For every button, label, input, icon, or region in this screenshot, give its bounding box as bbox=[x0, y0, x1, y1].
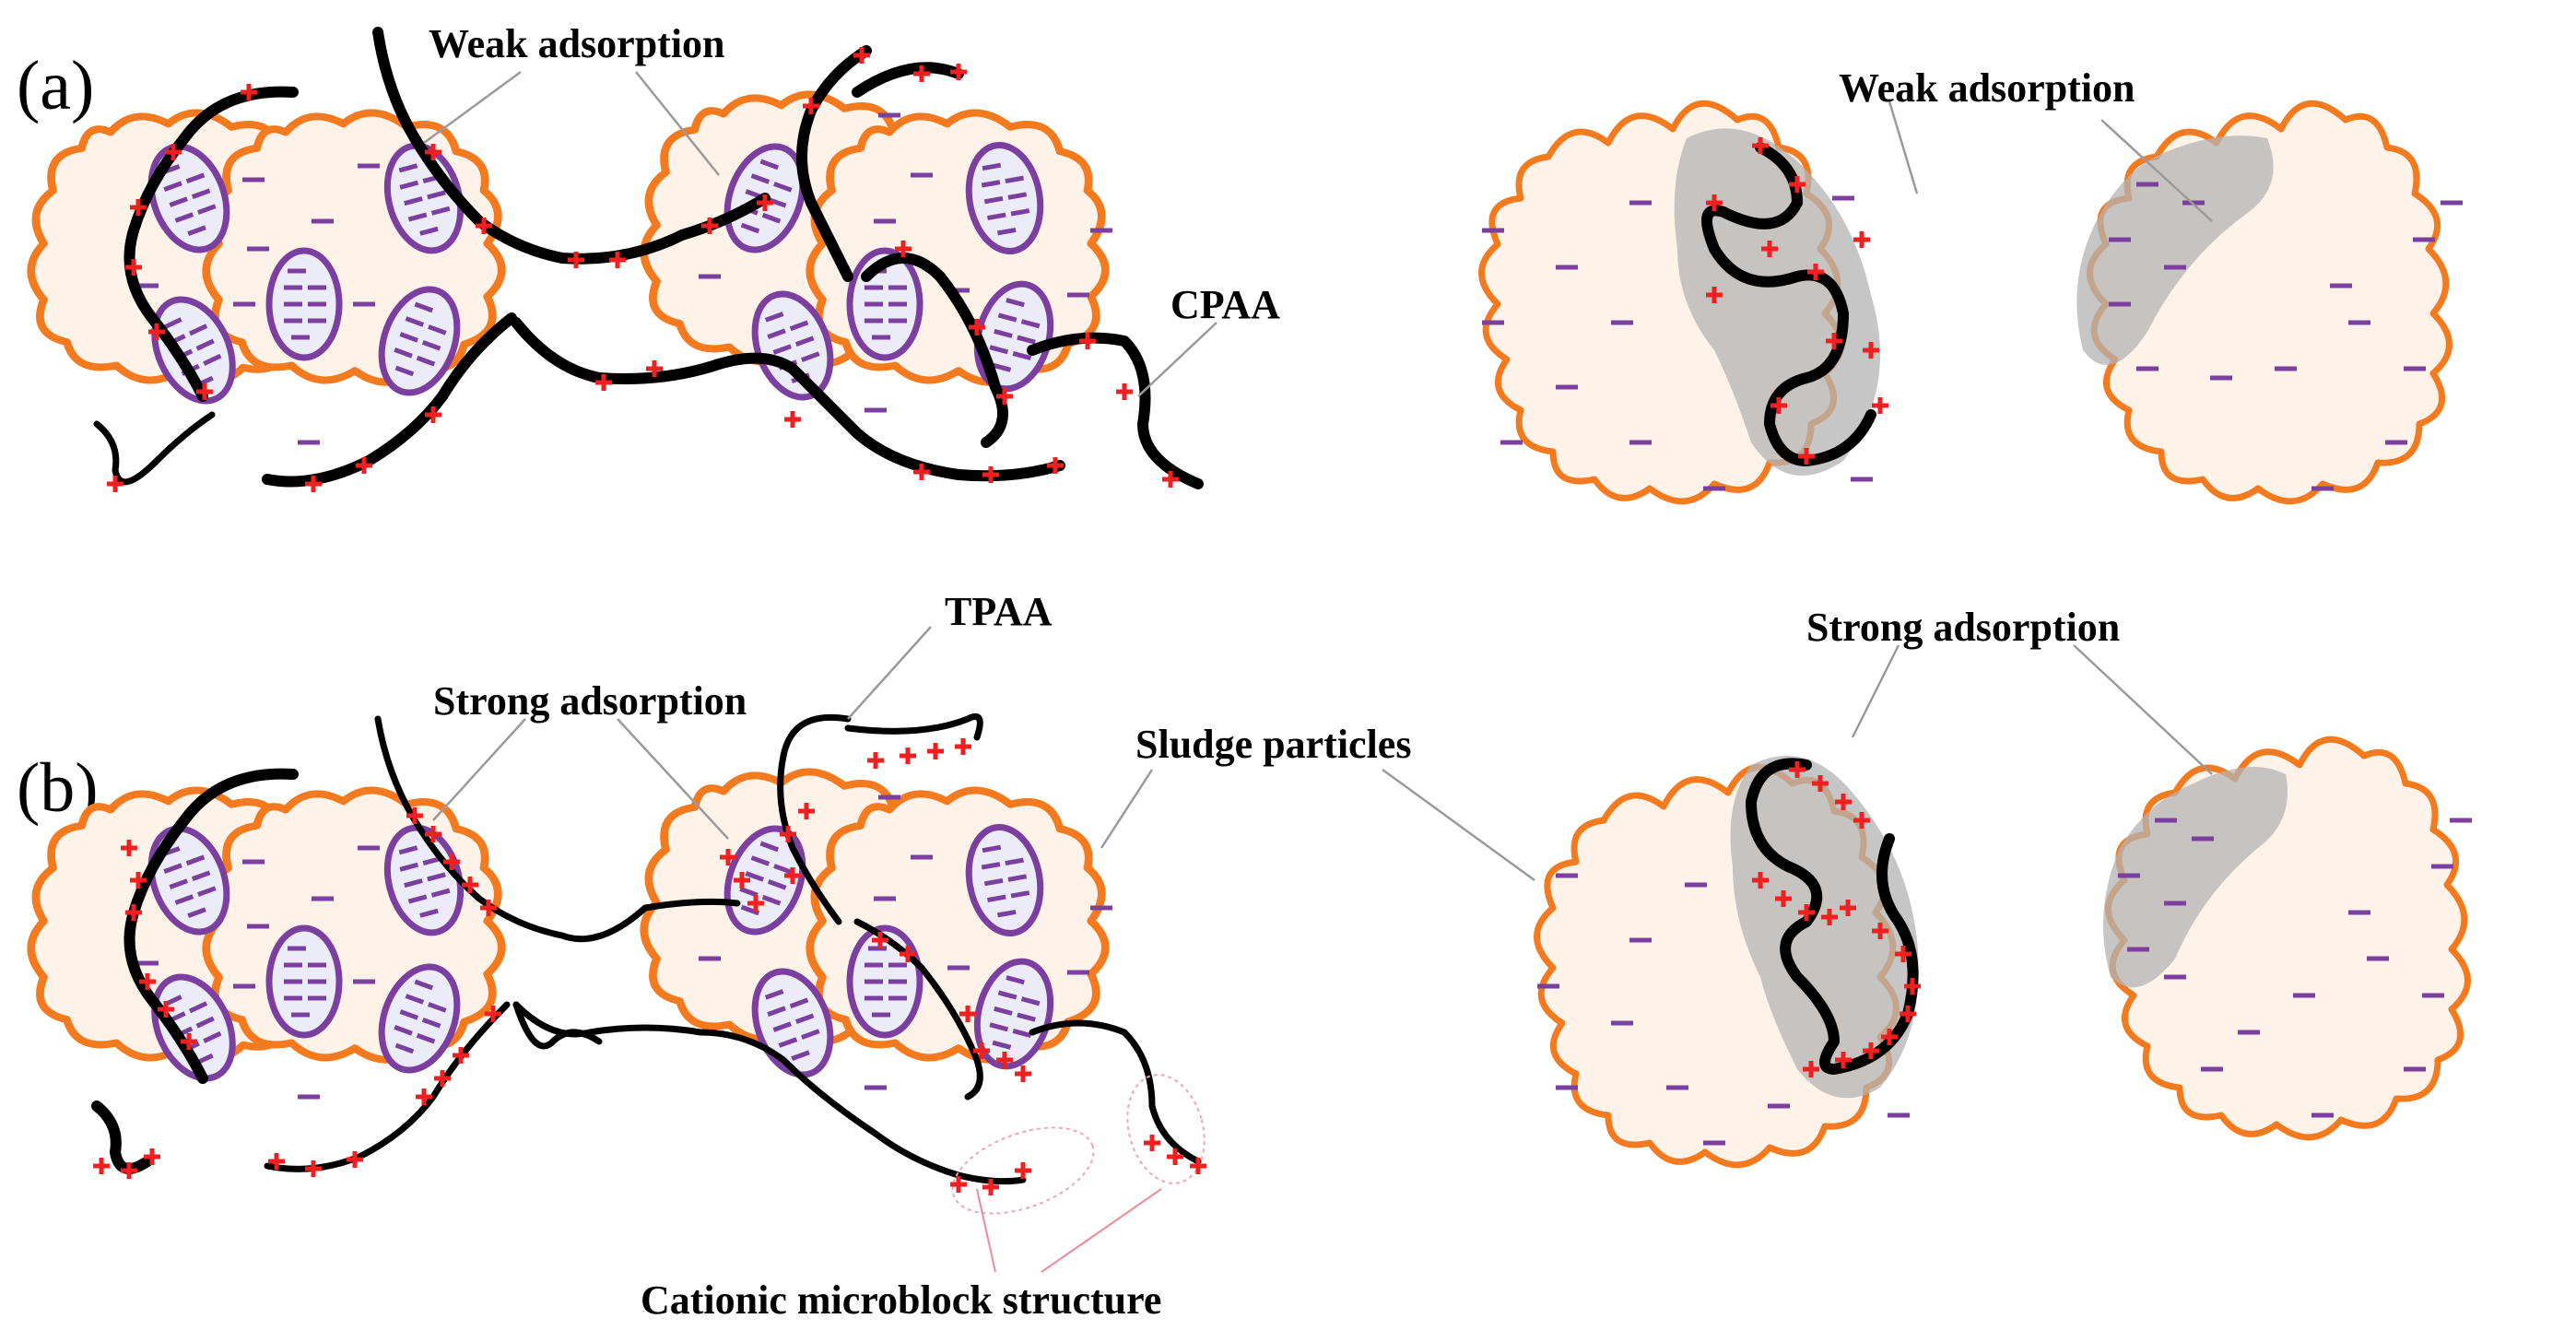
microbial-cell bbox=[269, 928, 339, 1035]
strong-adsorption-right-leader bbox=[2073, 644, 2213, 775]
microblock-leader bbox=[1041, 1188, 1162, 1273]
weak-adsorption-right-leader bbox=[2100, 119, 2213, 222]
panel-b: (b) bbox=[17, 589, 2472, 1323]
microbial-cell bbox=[850, 928, 920, 1035]
floc-closeup-a bbox=[1482, 103, 2464, 501]
tpaa-leader bbox=[847, 626, 932, 720]
sludge-particles-label: Sludge particles bbox=[1135, 722, 1411, 767]
sludge-particles-leader bbox=[1100, 769, 1154, 849]
cationic-microblock-label: Cationic microblock structure bbox=[641, 1277, 1161, 1323]
weak-adsorption-right-leader bbox=[1888, 100, 1919, 194]
sludge-particles-leader bbox=[1382, 768, 1535, 882]
microbial-cell bbox=[269, 251, 339, 358]
cpaa-chains bbox=[93, 27, 1204, 489]
panel-a: (a) bbox=[17, 21, 2463, 501]
weak-adsorption-left-label: Weak adsorption bbox=[429, 21, 725, 66]
cpaa-leader bbox=[1137, 322, 1217, 397]
strong-adsorption-right-leader bbox=[1851, 644, 1900, 738]
weak-adsorption-right-label: Weak adsorption bbox=[1839, 65, 2135, 111]
strong-adsorption-left-leader bbox=[432, 718, 526, 821]
tpaa-label: TPAA bbox=[945, 589, 1053, 634]
microblock-leader bbox=[976, 1188, 996, 1273]
microblock-halo bbox=[1126, 1074, 1206, 1184]
strong-adsorption-right-label: Strong adsorption bbox=[1806, 605, 2120, 650]
strong-adsorption-left-label: Strong adsorption bbox=[433, 678, 747, 724]
tpaa-chains bbox=[91, 713, 1202, 1185]
cpaa-label: CPAA bbox=[1170, 282, 1280, 327]
weak-adsorption-left-leader bbox=[635, 71, 720, 176]
floc-closeup-b bbox=[1537, 739, 2473, 1165]
panel-a-label: (a) bbox=[17, 47, 94, 124]
microblock-halo bbox=[951, 1126, 1095, 1215]
weak-adsorption-left-leader bbox=[423, 70, 522, 145]
strong-adsorption-left-leader bbox=[617, 718, 729, 840]
